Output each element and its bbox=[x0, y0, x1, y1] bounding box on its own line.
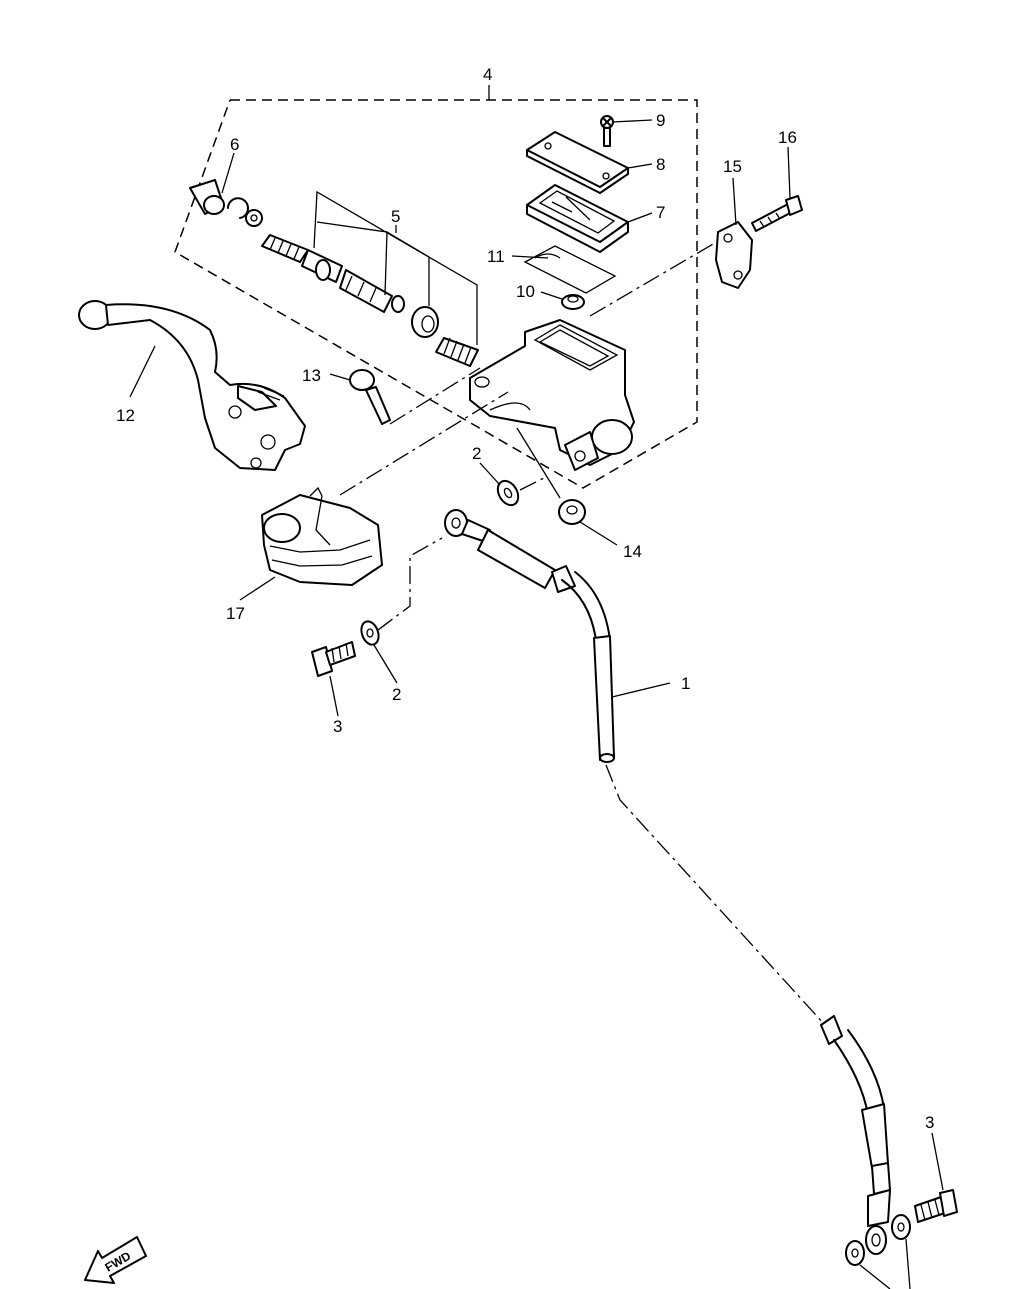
callout-7: 7 bbox=[656, 203, 665, 222]
part-1-brake-hose-upper bbox=[444, 509, 671, 763]
callout-1: 1 bbox=[681, 674, 690, 693]
part-6-boot bbox=[189, 152, 235, 215]
hose-route-line bbox=[605, 764, 826, 1026]
part-9-screw bbox=[600, 115, 653, 147]
alignment-line-lever bbox=[339, 391, 509, 496]
callout-4: 4 bbox=[483, 65, 492, 84]
part-14-nut bbox=[558, 499, 618, 546]
part-7-diaphragm-holder bbox=[526, 184, 653, 253]
forward-arrow-icon: FWD bbox=[84, 1236, 147, 1284]
part-3-union-bolt-lower bbox=[914, 1132, 958, 1223]
callout-2-lower: 2 bbox=[392, 685, 401, 704]
callout-8: 8 bbox=[656, 155, 665, 174]
callout-6: 6 bbox=[230, 135, 239, 154]
callout-5: 5 bbox=[391, 207, 400, 226]
part-2-washer-upper bbox=[479, 462, 520, 507]
master-cylinder-assembly-boundary bbox=[174, 85, 698, 489]
part-2-washer-lower-left bbox=[360, 537, 443, 684]
part-2-washer-lower-right bbox=[845, 1214, 911, 1289]
part-12-lever bbox=[78, 300, 306, 471]
part-17-lever-holder bbox=[239, 486, 383, 601]
circlip-and-washer bbox=[227, 197, 263, 227]
callout-3-lower: 3 bbox=[925, 1113, 934, 1132]
callout-16: 16 bbox=[778, 128, 797, 147]
callout-12: 12 bbox=[116, 406, 135, 425]
part-5-piston-kit bbox=[261, 190, 479, 367]
part-1-brake-hose-lower bbox=[820, 1015, 891, 1255]
part-10-float bbox=[540, 291, 585, 310]
part-11-diaphragm bbox=[511, 245, 617, 294]
alignment-line-washer bbox=[519, 477, 545, 491]
part-8-reservoir-cap bbox=[526, 131, 653, 194]
callout-3-upper: 3 bbox=[333, 717, 342, 736]
master-cylinder-body bbox=[469, 319, 635, 499]
callout-11: 11 bbox=[487, 247, 505, 266]
alignment-line-clamp bbox=[589, 239, 721, 317]
callout-15: 15 bbox=[723, 157, 742, 176]
part-3-union-bolt-upper bbox=[311, 641, 356, 717]
callout-9: 9 bbox=[656, 111, 665, 130]
callout-2-upper: 2 bbox=[472, 444, 481, 463]
part-13-pivot-bolt bbox=[329, 367, 481, 425]
callout-17: 17 bbox=[226, 604, 245, 623]
part-16-clamp-bolt bbox=[751, 146, 803, 232]
callout-14: 14 bbox=[623, 542, 642, 561]
callout-10: 10 bbox=[516, 282, 535, 301]
callout-13: 13 bbox=[302, 366, 321, 385]
part-15-clamp bbox=[715, 177, 753, 289]
